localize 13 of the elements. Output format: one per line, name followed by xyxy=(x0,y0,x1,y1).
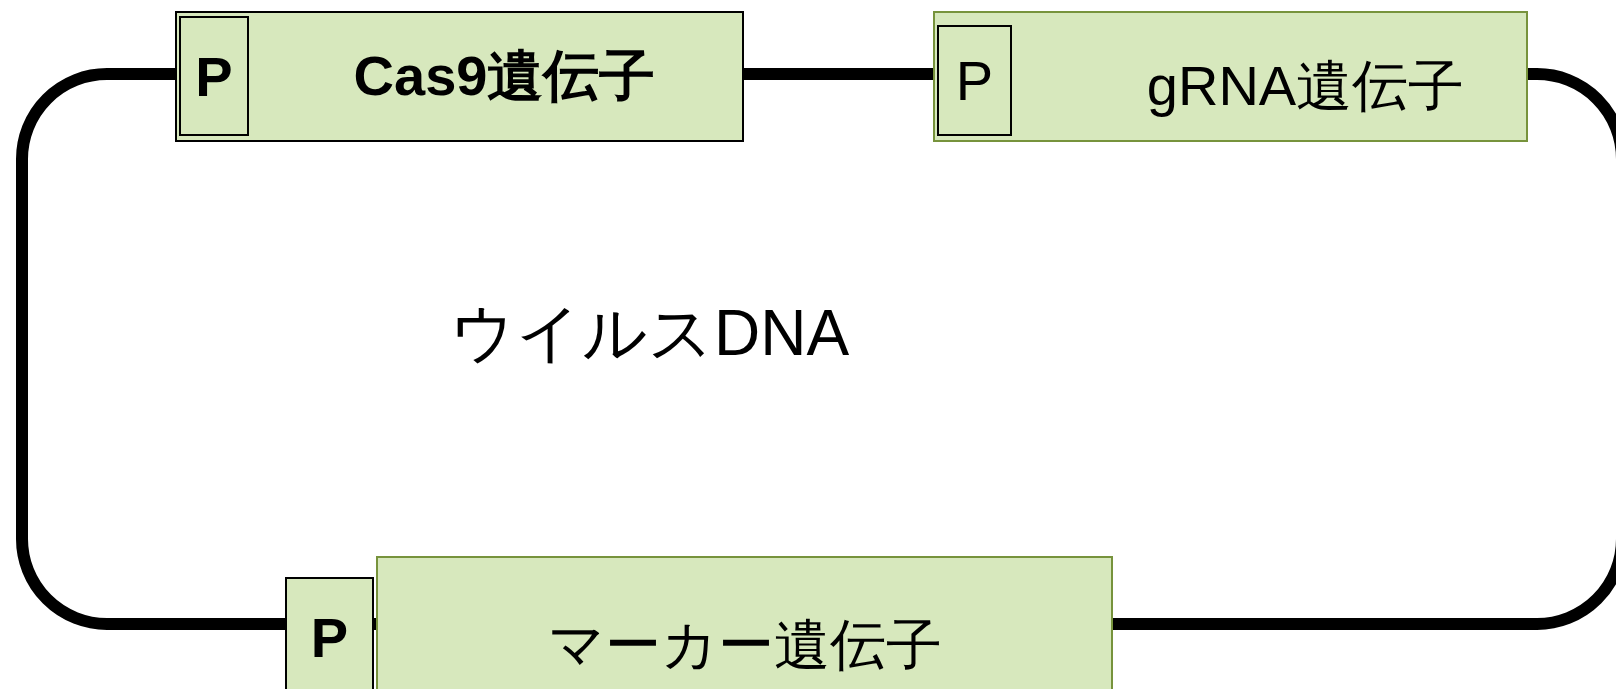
promoter-box xyxy=(179,16,249,136)
gene-label: gRNA遺伝子 xyxy=(1146,52,1465,119)
gene-box xyxy=(175,11,744,142)
gene-box xyxy=(933,11,1528,142)
promoter-box xyxy=(937,25,1012,136)
gene-box xyxy=(376,556,1113,689)
promoter-label: P xyxy=(310,604,349,670)
promoter-label: P xyxy=(195,43,233,109)
promoter-label: P xyxy=(955,48,994,113)
loop-label: ウイルスDNA xyxy=(450,296,850,371)
gene-label: Cas9遺伝子 xyxy=(353,42,656,109)
promoter-box xyxy=(285,577,374,689)
gene-label: マーカー遺伝子 xyxy=(547,612,942,678)
